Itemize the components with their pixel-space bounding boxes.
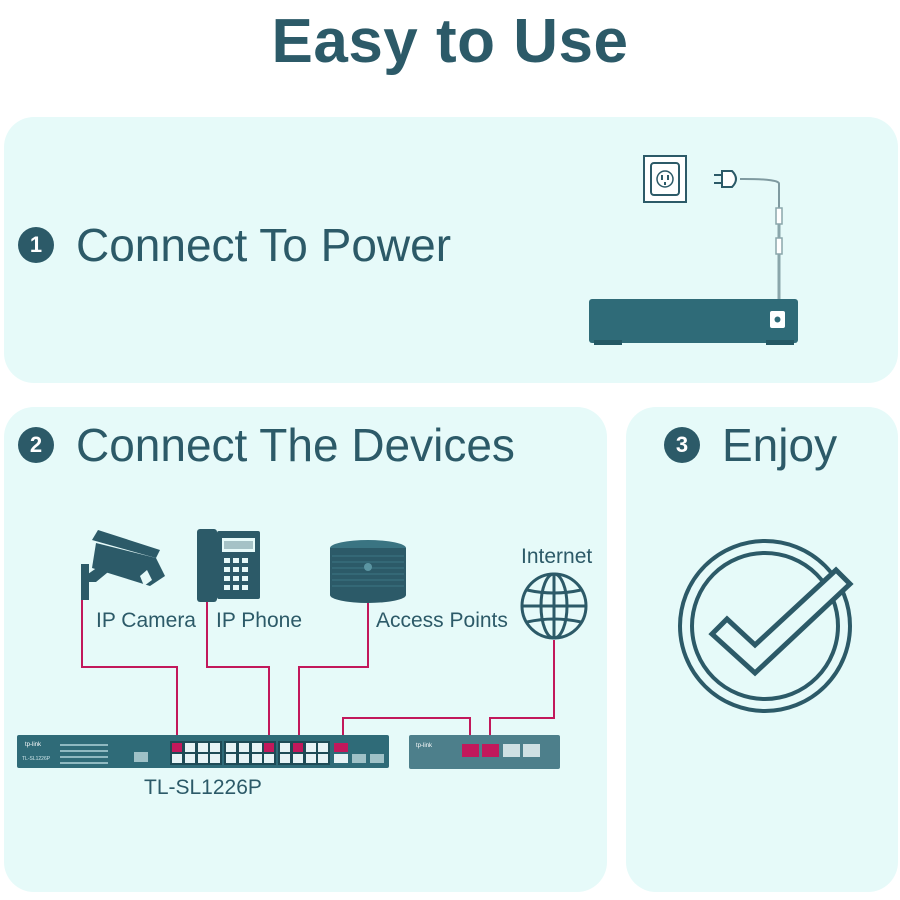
power-cord	[775, 207, 783, 300]
uplink-cable	[342, 717, 471, 748]
router-logo: tp-link	[416, 743, 433, 749]
tl-sl1226p-switch: tp-link TL-SL1226P	[17, 735, 389, 768]
step-3-badge: 3	[664, 427, 700, 463]
uplink-router: tp-link	[409, 735, 560, 769]
access-point-icon	[330, 540, 406, 603]
ip-phone-label: IP Phone	[216, 609, 302, 632]
internet-globe-icon	[520, 572, 588, 640]
step-2-label: Connect The Devices	[76, 419, 515, 471]
power-illustration	[589, 155, 798, 345]
access-points-label: Access Points	[376, 609, 508, 632]
internet-cable	[489, 640, 555, 748]
switch-uplink-ports	[334, 743, 384, 763]
ip-camera-icon	[81, 530, 165, 600]
step-1-label: Connect To Power	[76, 219, 452, 271]
network-diagram: IP Camera IP Phone Access Points Interne…	[17, 529, 592, 799]
wall-outlet-icon	[643, 155, 687, 203]
switch-led-matrix	[60, 744, 108, 764]
switch-active-ports	[172, 743, 303, 752]
step-3-heading: 3 Enjoy	[664, 418, 837, 472]
phone-cable	[206, 600, 270, 745]
connect-devices-panel	[4, 407, 607, 892]
step-2-badge: 2	[18, 427, 54, 463]
ip-phone-icon	[197, 529, 260, 602]
page-title: Easy to Use	[271, 7, 629, 76]
step-2-heading: 2 Connect The Devices	[18, 418, 515, 472]
check-mark-icon	[678, 539, 854, 713]
access-point-cable	[298, 600, 369, 745]
step-3-label: Enjoy	[722, 419, 838, 471]
step-1-heading: 1 Connect To Power	[18, 218, 451, 272]
camera-cable	[81, 600, 178, 745]
internet-label: Internet	[521, 545, 592, 568]
network-cables	[81, 600, 555, 748]
ip-camera-label: IP Camera	[96, 609, 196, 632]
step-1-badge: 1	[18, 227, 54, 263]
power-plug-icon	[714, 170, 780, 210]
switch-model-label: TL-SL1226P	[144, 776, 262, 799]
switch-logo: tp-link	[25, 742, 42, 748]
switch-device	[589, 299, 798, 345]
switch-small-model: TL-SL1226P	[22, 756, 51, 762]
